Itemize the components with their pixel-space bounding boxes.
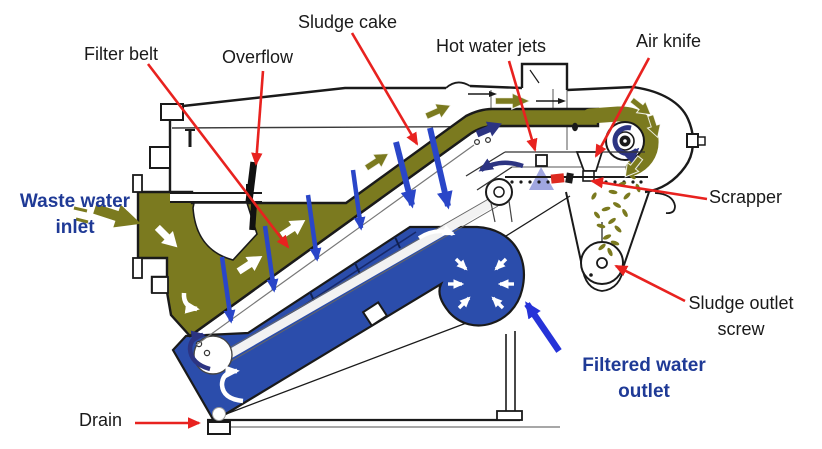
head-pulley: [605, 121, 645, 164]
sludge-outlet-funnel: [565, 191, 650, 292]
waste-water-inlet-line1: Waste water: [19, 191, 131, 212]
scrapper-arrow: [590, 177, 708, 201]
hot-water-nozzle: [535, 154, 548, 167]
drain-foot: [207, 421, 231, 435]
leg-foot: [496, 410, 523, 421]
sludge-outlet-screw-label: Sludge outlet screw: [670, 290, 812, 342]
overflow-label: Overflow: [222, 47, 294, 67]
left-tab-upper: [160, 103, 184, 121]
bend-roller: [474, 137, 513, 223]
water-white-arrows: [219, 224, 514, 404]
pulley-rotation-arrow: [612, 125, 640, 164]
shaft-stub: [686, 133, 699, 148]
waste-water-inlet-label: Waste water inlet: [8, 189, 142, 241]
air-knife-label: Air knife: [636, 31, 702, 51]
filtered-water-outlet-line1: Filtered water: [582, 355, 706, 376]
black-direction-arrows: [468, 91, 566, 104]
feed-pipe: [170, 194, 262, 202]
overflow-weir: [245, 161, 258, 231]
sludge-white-arrows: [151, 212, 310, 314]
sludge-outlet-screw-line2: screw: [717, 319, 765, 339]
air-knife-arrow: [594, 57, 651, 158]
sludge-cake-label: Sludge cake: [298, 12, 398, 32]
scrapper-label: Scrapper: [709, 187, 783, 207]
waste-water-inlet-line2: inlet: [55, 217, 95, 238]
drain-label: Drain: [79, 410, 123, 430]
chute-pocket: [192, 202, 258, 261]
filtered-water-outlet-arrow: [524, 301, 562, 353]
annotation-arrows: [135, 32, 708, 429]
water-spray-cone: [529, 167, 554, 190]
tail-pulley-rotation-arrow: [187, 330, 211, 372]
overflow-arrow: [251, 70, 265, 166]
tank-and-sump: [171, 225, 526, 423]
drain-hole: [212, 407, 226, 421]
inlet-arrow: [73, 197, 145, 236]
sludge-outlet-screw-line1: Sludge outlet: [688, 293, 794, 313]
filtered-water-outlet-label: Filtered water outlet: [566, 353, 722, 405]
hot-water-jets-label: Hot water jets: [436, 36, 547, 56]
frame-diagonal-short: [212, 307, 507, 420]
left-tab-lower: [149, 146, 171, 169]
sludge-outlet-screw-arrow: [614, 264, 686, 303]
air-knife-nozzle: [575, 151, 604, 172]
belt-direction-arrows: [187, 116, 524, 372]
sludge-cake-arrow: [350, 32, 419, 146]
hot-water-jets-arrow: [507, 60, 538, 152]
filtration-arrows: [219, 127, 453, 324]
sump-converging-arrows: [448, 257, 514, 310]
tank-notch: [361, 301, 389, 327]
filtered-water-outlet-line2: outlet: [618, 381, 670, 402]
scrapper-blade: [550, 173, 565, 184]
hood-box: [520, 62, 569, 90]
filter-belt-arrow: [146, 63, 290, 249]
filter-belt-label: Filter belt: [84, 44, 159, 64]
lower-bump: [654, 192, 676, 215]
